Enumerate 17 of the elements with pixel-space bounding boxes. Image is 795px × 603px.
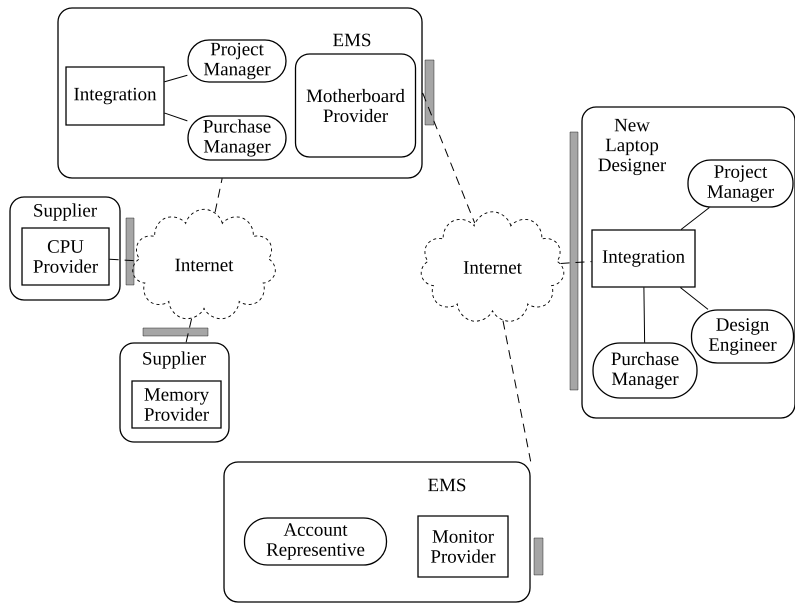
internet-cloud: Internet: [132, 208, 276, 320]
box: Integration: [591, 229, 696, 288]
connector-line: [560, 261, 592, 264]
box: Integration: [65, 66, 165, 126]
rounded-box: Motherboard Provider: [294, 53, 416, 158]
connector-line: [643, 287, 646, 343]
connector-line: [680, 207, 710, 230]
box: Memory Provider: [131, 380, 222, 429]
connector-line: [164, 112, 188, 122]
box: Monitor Provider: [417, 515, 509, 578]
connector-line: [164, 74, 188, 82]
box: CPU Provider: [21, 227, 110, 286]
connector-line: [502, 320, 532, 462]
connector-line: [214, 178, 223, 213]
internet-cloud: Internet: [420, 211, 564, 322]
connector-line: [186, 318, 192, 343]
connector-line: [680, 287, 709, 310]
